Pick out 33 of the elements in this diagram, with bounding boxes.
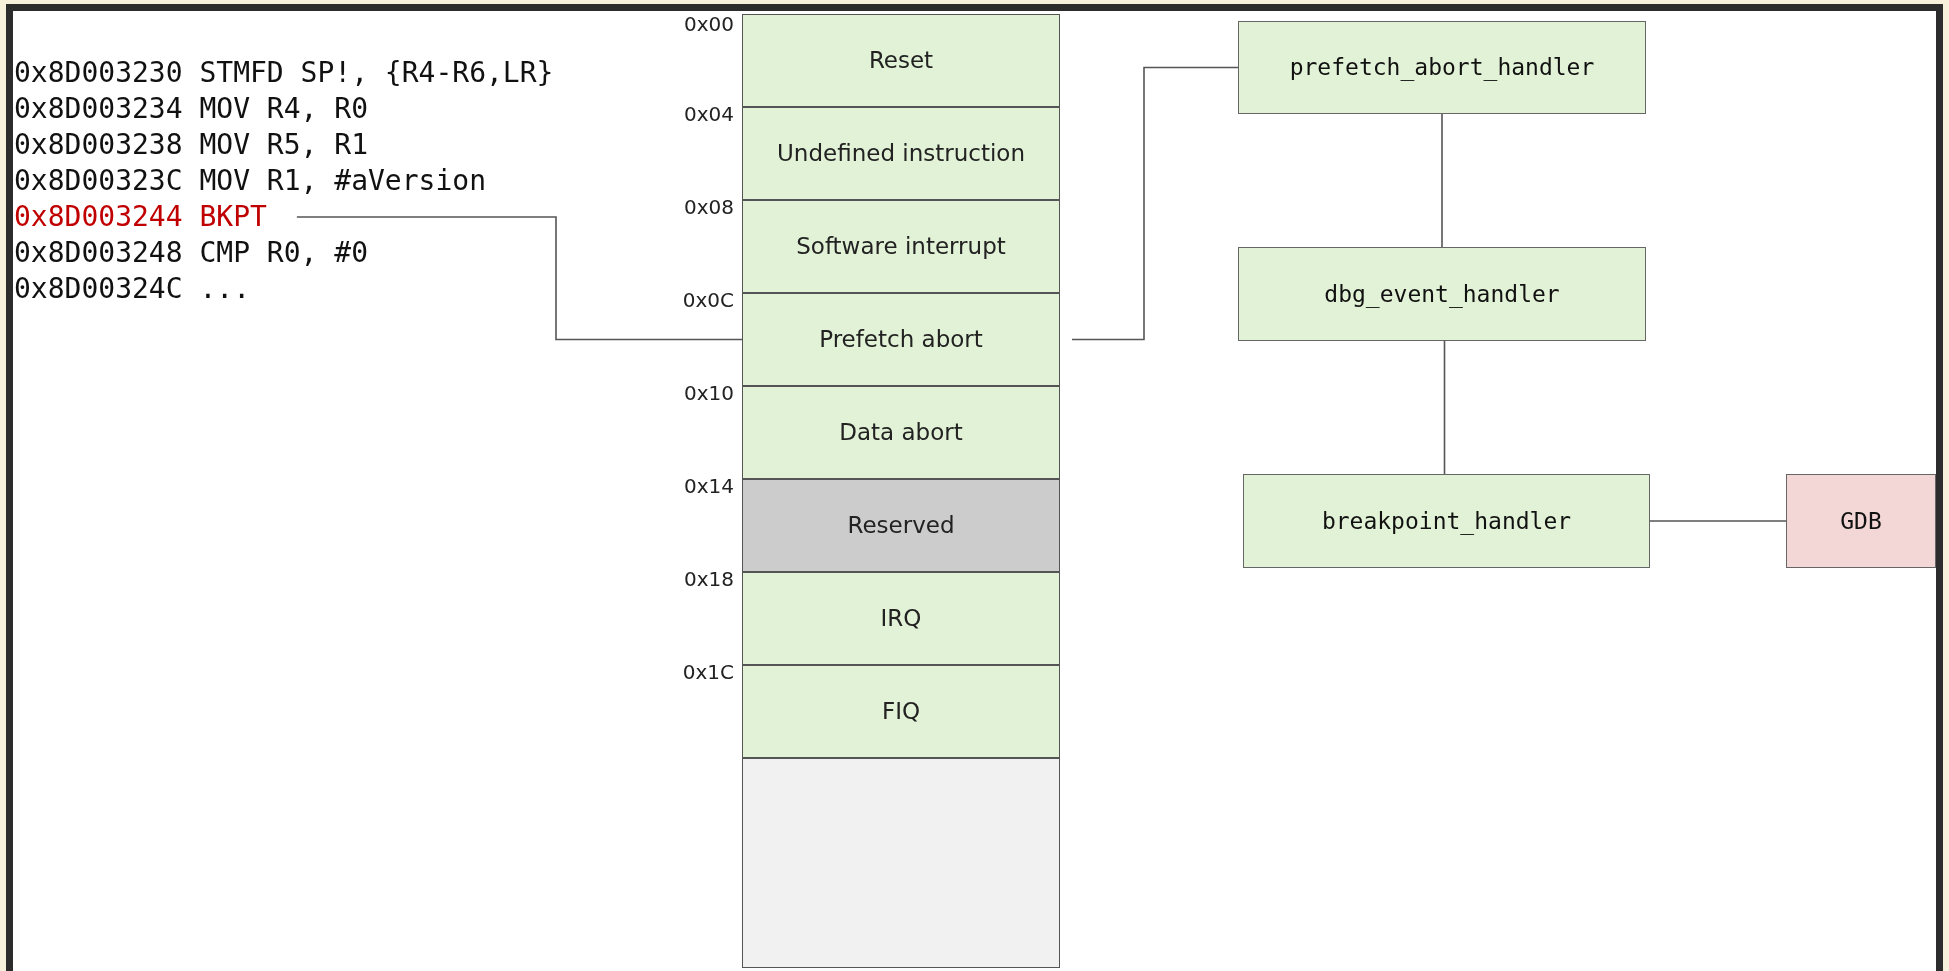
- vector-table-entry: Prefetch abort: [742, 293, 1060, 386]
- connector-line: [1649, 520, 1787, 522]
- vector-table-entry: Reserved: [742, 479, 1060, 572]
- address-label: 0x18: [683, 567, 734, 591]
- address-label: 0x10: [683, 381, 734, 405]
- connector-line: [296, 216, 743, 341]
- code-line: 0x8D003238 MOV R5, R1: [14, 129, 368, 161]
- address-label: 0x08: [683, 195, 734, 219]
- box: [742, 758, 1060, 968]
- code-line: 0x8D00324C ...: [14, 273, 250, 305]
- vector-table-entry: Undefined instruction: [742, 107, 1060, 200]
- connector-line: [1441, 113, 1443, 248]
- address-label: 0x14: [683, 474, 734, 498]
- code-line: 0x8D003234 MOV R4, R0: [14, 93, 368, 125]
- code-line: 0x8D00323C MOV R1, #aVersion: [14, 165, 486, 197]
- debugger-box: GDB: [1786, 474, 1936, 568]
- address-label: 0x04: [683, 102, 734, 126]
- vector-table-entry: Data abort: [742, 386, 1060, 479]
- vector-table-entry: Reset: [742, 14, 1060, 107]
- vector-table-entry: Software interrupt: [742, 200, 1060, 293]
- code-line: 0x8D003230 STMFD SP!, {R4-R6,LR}: [14, 57, 554, 89]
- address-label: 0x1C: [681, 660, 734, 684]
- connector-line: [1071, 66, 1239, 341]
- code-line: 0x8D003248 CMP R0, #0: [14, 237, 368, 269]
- handler-box: prefetch_abort_handler: [1238, 21, 1646, 114]
- handler-box: breakpoint_handler: [1243, 474, 1650, 568]
- address-label: 0x00: [683, 12, 734, 36]
- connector-line: [1443, 340, 1446, 475]
- vector-table-entry: IRQ: [742, 572, 1060, 665]
- address-label: 0x0C: [681, 288, 734, 312]
- vector-table-entry: FIQ: [742, 665, 1060, 758]
- handler-box: dbg_event_handler: [1238, 247, 1646, 341]
- code-line: 0x8D003244 BKPT: [14, 201, 267, 233]
